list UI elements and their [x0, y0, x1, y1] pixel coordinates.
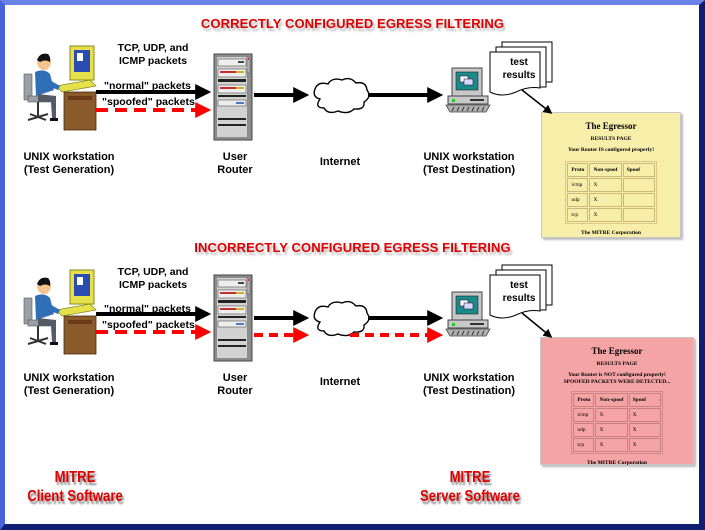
- results-page-message: Your Router is NOT configured properly! …: [541, 372, 693, 386]
- table-row: udp X: [567, 193, 655, 207]
- packet-types-label: TCP, UDP, and ICMP packets: [98, 266, 208, 292]
- test-results-label: test results: [494, 279, 544, 305]
- router-label-line-1: User: [222, 151, 248, 163]
- cell-proto: tcp: [567, 208, 589, 222]
- cell-non-spoof: X: [589, 178, 622, 192]
- client-software-brand: MITRE Client Software: [14, 468, 137, 506]
- client-workstation-label: UNIX workstation (Test Generation): [14, 151, 124, 177]
- server-software-brand: MITRE Server Software: [404, 468, 535, 506]
- table-row: tcp X X: [573, 438, 661, 452]
- client-label-line-2: (Test Generation): [23, 385, 115, 397]
- results-page-title: The Egressor: [585, 121, 637, 131]
- client-workstation-label: UNIX workstation (Test Generation): [14, 372, 124, 398]
- col-header: Proto: [573, 393, 595, 407]
- internet-label: Internet: [319, 376, 361, 388]
- dest-workstation-label: UNIX workstation (Test Destination): [414, 151, 524, 177]
- client-label-line-1: UNIX workstation: [23, 372, 115, 384]
- cell-non-spoof: X: [595, 423, 628, 437]
- results-table: Proto Non-spoof Spoof icmp X udp X tcp X: [565, 161, 657, 224]
- col-header: Proto: [567, 163, 589, 177]
- table-row: icmp X: [567, 178, 655, 192]
- packet-types-line-2: ICMP packets: [118, 279, 188, 291]
- client-label-line-1: UNIX workstation: [23, 151, 115, 163]
- router-label-line-2: Router: [217, 164, 253, 176]
- normal-packets-label: "normal" packets: [104, 303, 191, 315]
- section-title-correct: CORRECTLY CONFIGURED EGRESS FILTERING: [200, 16, 505, 31]
- cell-proto: udp: [573, 423, 595, 437]
- client-brand-line-2: Client Software: [27, 488, 123, 505]
- results-page-ok: The Egressor RESULTS PAGE Your Router IS…: [541, 112, 681, 238]
- router-label-line-1: User: [222, 372, 248, 384]
- results-page-bad: The Egressor RESULTS PAGE Your Router is…: [540, 337, 694, 466]
- dest-label-line-1: UNIX workstation: [423, 372, 515, 384]
- packet-types-line-1: TCP, UDP, and: [117, 42, 189, 54]
- results-page-subtitle: RESULTS PAGE: [596, 361, 638, 367]
- test-results-line-1: test: [510, 57, 528, 68]
- test-results-label: test results: [494, 56, 544, 82]
- cell-non-spoof: X: [595, 408, 628, 422]
- col-header: Spoof: [628, 393, 661, 407]
- router-label: User Router: [205, 151, 265, 177]
- table-row: udp X X: [573, 423, 661, 437]
- results-page-subtitle: RESULTS PAGE: [590, 136, 632, 142]
- results-table-header: Proto Non-spoof Spoof: [567, 163, 655, 177]
- dest-label-line-2: (Test Destination): [422, 164, 516, 176]
- results-table: Proto Non-spoof Spoof icmp X X udp X X t…: [571, 391, 663, 454]
- cell-proto: icmp: [567, 178, 589, 192]
- server-brand-line-2: Server Software: [420, 488, 520, 505]
- cell-spoof: [622, 208, 655, 222]
- results-table-header: Proto Non-spoof Spoof: [573, 393, 661, 407]
- cell-proto: tcp: [573, 438, 595, 452]
- cell-non-spoof: X: [595, 438, 628, 452]
- dest-workstation-label: UNIX workstation (Test Destination): [414, 372, 524, 398]
- dest-label-line-2: (Test Destination): [422, 385, 516, 397]
- results-page-title: The Egressor: [591, 346, 643, 356]
- cell-spoof: X: [628, 438, 661, 452]
- cell-non-spoof: X: [589, 193, 622, 207]
- client-label-line-2: (Test Generation): [23, 164, 115, 176]
- router-label: User Router: [205, 372, 265, 398]
- cell-spoof: [622, 178, 655, 192]
- results-message-line: Your Router IS configured properly!: [567, 147, 655, 153]
- results-page-footer: The MITRE Corporation: [581, 230, 641, 236]
- router-label-line-2: Router: [217, 385, 253, 397]
- results-page-footer: The MITRE Corporation: [587, 460, 647, 466]
- section-title-incorrect: INCORRECTLY CONFIGURED EGRESS FILTERING: [194, 240, 511, 255]
- col-header: Non-spoof: [595, 393, 628, 407]
- test-results-line-2: results: [502, 293, 536, 304]
- packet-types-line-2: ICMP packets: [118, 55, 188, 67]
- spoofed-packets-label: "spoofed" packets: [102, 319, 195, 331]
- cell-spoof: X: [628, 423, 661, 437]
- server-brand-line-1: MITRE: [449, 469, 491, 486]
- dest-label-line-1: UNIX workstation: [423, 151, 515, 163]
- table-row: icmp X X: [573, 408, 661, 422]
- cell-spoof: [622, 193, 655, 207]
- cell-proto: udp: [567, 193, 589, 207]
- client-brand-line-1: MITRE: [54, 469, 96, 486]
- cell-proto: icmp: [573, 408, 595, 422]
- normal-packets-label: "normal" packets: [104, 80, 191, 92]
- results-page-message: Your Router IS configured properly!: [542, 147, 680, 154]
- packet-types-label: TCP, UDP, and ICMP packets: [98, 42, 208, 68]
- internet-label: Internet: [319, 156, 361, 168]
- results-message-line: Your Router is NOT configured properly!: [568, 372, 666, 378]
- cell-non-spoof: X: [589, 208, 622, 222]
- spoofed-packets-label: "spoofed" packets: [102, 96, 195, 108]
- cell-spoof: X: [628, 408, 661, 422]
- packet-types-line-1: TCP, UDP, and: [117, 266, 189, 278]
- test-results-line-2: results: [502, 70, 536, 81]
- test-results-line-1: test: [510, 280, 528, 291]
- col-header: Non-spoof: [589, 163, 622, 177]
- table-row: tcp X: [567, 208, 655, 222]
- results-message-line: SPOOFED PACKETS WERE DETECTED...: [563, 379, 671, 385]
- col-header: Spoof: [622, 163, 655, 177]
